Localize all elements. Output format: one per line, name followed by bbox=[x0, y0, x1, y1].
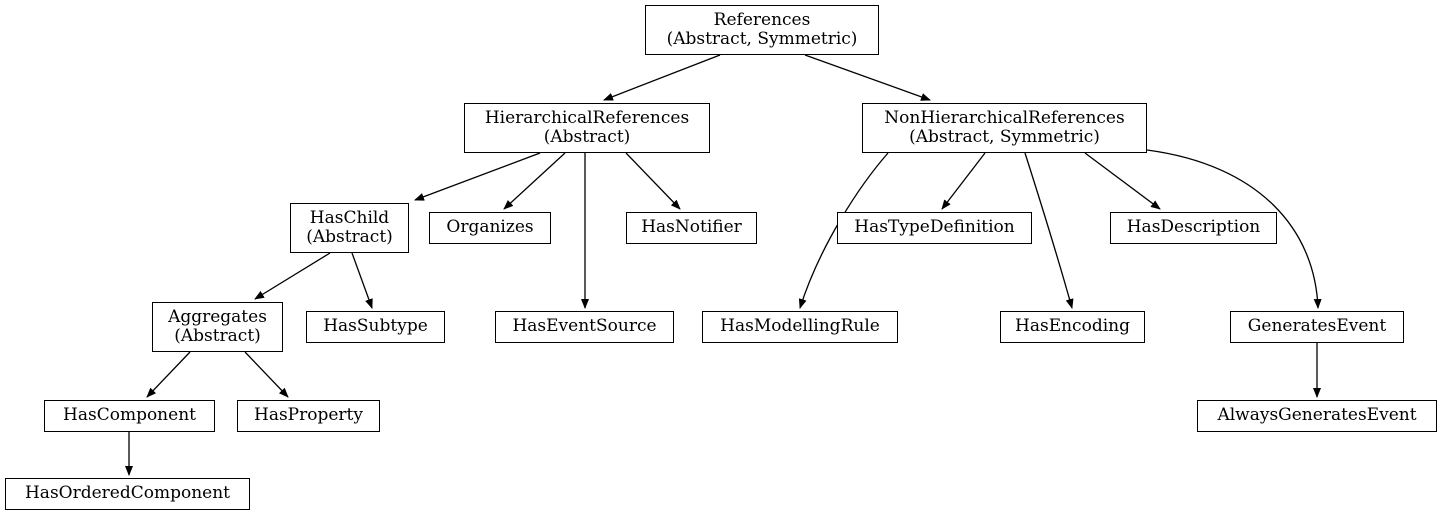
node-nonhierarchical[interactable]: NonHierarchicalReferences(Abstract, Symm… bbox=[862, 103, 1147, 153]
edge-references-to-hierarchical bbox=[603, 54, 721, 101]
node-label: HasTypeDefinition bbox=[854, 217, 1015, 238]
node-hassubtype[interactable]: HasSubtype bbox=[306, 311, 445, 343]
node-label: NonHierarchicalReferences bbox=[884, 107, 1125, 128]
node-hasdescription[interactable]: HasDescription bbox=[1110, 212, 1277, 244]
node-hasnotifier[interactable]: HasNotifier bbox=[626, 212, 757, 244]
node-label: References bbox=[713, 9, 811, 30]
node-haschild[interactable]: HasChild(Abstract) bbox=[290, 203, 409, 253]
node-label: HasEncoding bbox=[1015, 316, 1130, 337]
node-modifiers: (Abstract, Symmetric) bbox=[909, 127, 1100, 147]
edge-haschild-to-hassubtype bbox=[351, 252, 373, 309]
node-label: HasEventSource bbox=[512, 316, 657, 337]
edge-nonhierarchical-to-generatesevent bbox=[1146, 149, 1322, 309]
node-hasmodellingrule[interactable]: HasModellingRule bbox=[702, 311, 898, 343]
node-label: HasSubtype bbox=[323, 316, 428, 337]
node-label: HasOrderedComponent bbox=[24, 483, 231, 504]
edge-hierarchical-to-haschild bbox=[414, 152, 541, 201]
node-hasorderedcomponent[interactable]: HasOrderedComponent bbox=[5, 478, 250, 510]
node-modifiers: (Abstract) bbox=[543, 127, 631, 147]
node-hierarchical[interactable]: HierarchicalReferences(Abstract) bbox=[464, 103, 710, 153]
node-modifiers: (Abstract) bbox=[174, 326, 261, 346]
node-organizes[interactable]: Organizes bbox=[429, 212, 551, 244]
edge-nonhierarchical-to-hasencoding bbox=[1024, 152, 1074, 309]
edge-hierarchical-to-organizes bbox=[503, 152, 566, 210]
node-label: HasProperty bbox=[254, 405, 363, 426]
edge-aggregates-to-hasproperty bbox=[244, 351, 289, 398]
edge-hierarchical-to-hasnotifier bbox=[625, 152, 681, 210]
node-references[interactable]: References(Abstract, Symmetric) bbox=[645, 5, 879, 55]
node-hasproperty[interactable]: HasProperty bbox=[237, 400, 380, 432]
edge-nonhierarchical-to-hasdescription bbox=[1084, 152, 1161, 210]
node-label: HasNotifier bbox=[641, 217, 742, 238]
node-label: AlwaysGeneratesEvent bbox=[1217, 405, 1417, 426]
edge-nonhierarchical-to-hastypedefinition bbox=[941, 152, 986, 210]
node-haseventsource[interactable]: HasEventSource bbox=[495, 311, 674, 343]
node-modifiers: (Abstract) bbox=[306, 227, 393, 247]
node-label: GeneratesEvent bbox=[1247, 316, 1387, 337]
node-hascomponent[interactable]: HasComponent bbox=[44, 400, 215, 432]
node-label: HasDescription bbox=[1126, 217, 1261, 238]
node-label: HierarchicalReferences bbox=[484, 107, 690, 128]
node-label: HasModellingRule bbox=[720, 316, 880, 337]
edge-references-to-nonhierarchical bbox=[804, 54, 931, 101]
node-label: Organizes bbox=[446, 217, 534, 238]
node-alwaysgeneratesevent[interactable]: AlwaysGeneratesEvent bbox=[1197, 400, 1437, 432]
node-aggregates[interactable]: Aggregates(Abstract) bbox=[152, 302, 283, 352]
node-modifiers: (Abstract, Symmetric) bbox=[666, 29, 858, 49]
edge-haschild-to-aggregates bbox=[254, 252, 331, 300]
node-label: HasComponent bbox=[63, 405, 196, 426]
node-label: HasChild bbox=[309, 207, 390, 228]
edge-aggregates-to-hascomponent bbox=[146, 351, 191, 398]
node-generatesevent[interactable]: GeneratesEvent bbox=[1230, 311, 1404, 343]
node-label: Aggregates bbox=[168, 306, 267, 327]
node-hastypedefinition[interactable]: HasTypeDefinition bbox=[837, 212, 1032, 244]
node-hasencoding[interactable]: HasEncoding bbox=[1000, 311, 1145, 343]
